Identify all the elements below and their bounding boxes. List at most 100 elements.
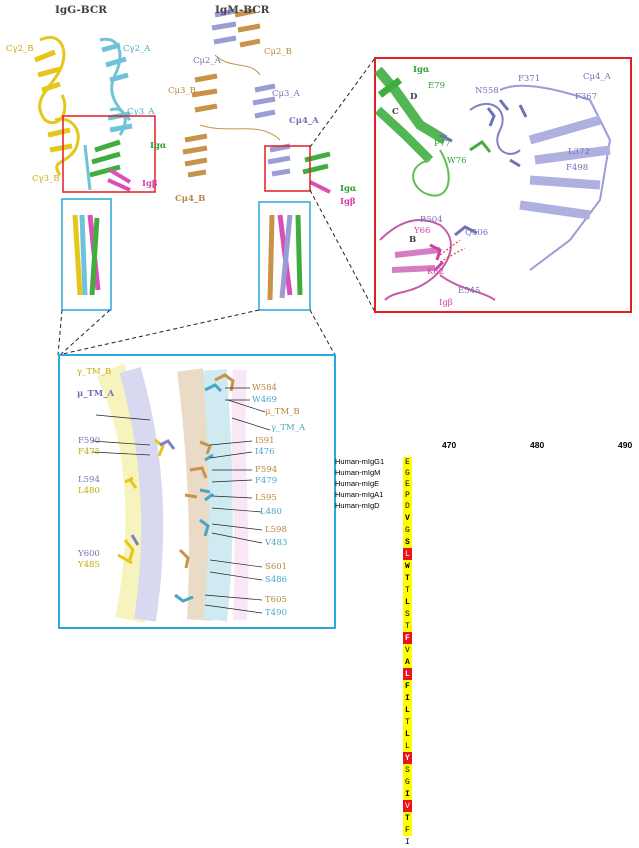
alignment-residue: T (403, 621, 412, 632)
strand-c-label: C (392, 107, 399, 117)
alignment-residue: E (403, 479, 412, 490)
position-490: 490 (618, 440, 633, 450)
res-f498: F498 (566, 163, 589, 173)
res-l372: L372 (568, 147, 590, 157)
res-f594: F594 (255, 465, 278, 475)
alignment-sequence: EAPWTWTGLCIFAALFLLSVSYSAALTL (403, 478, 412, 814)
res-i591: I591 (255, 436, 275, 446)
igm-structure (182, 8, 331, 194)
alignment-row-name: Human-mIgG1 (335, 457, 385, 466)
res-s486: S486 (265, 575, 288, 585)
res-l480b: L480 (260, 507, 282, 517)
zoom-c4a-label: Cμ4_A (583, 72, 611, 82)
strand-d-label: D (410, 92, 418, 102)
alignment-residue: I (403, 693, 412, 704)
igm-c4b-label: Cμ4_B (175, 194, 206, 204)
res-q506: Q506 (465, 228, 489, 238)
zoom-igb-label: Igβ (439, 298, 453, 308)
alignment-residue: G (403, 525, 412, 536)
alignment-residue: I (404, 838, 410, 847)
alignment-row-name: Human-mIgD (335, 501, 380, 510)
res-f367: F367 (575, 92, 598, 102)
mtm-b-label: μ_TM_B (265, 407, 300, 417)
res-f475: F475 (78, 447, 101, 457)
res-r504: R504 (420, 215, 443, 225)
res-w76: W76 (447, 156, 467, 166)
alignment-residue: A (403, 657, 412, 668)
gtm-a-label: γ_TM_A (271, 423, 306, 433)
alignment-residue: L (403, 549, 412, 560)
igg-c3a-label: Cγ3_A (127, 107, 155, 117)
alignment-sequence: GFENLWATASTFIVLFLLSLFYSTTVTL (403, 467, 412, 803)
res-n558: N558 (475, 86, 499, 96)
tm-leader-lines (91, 387, 271, 614)
igm-bcr-title: IgM-BCR (215, 4, 270, 16)
igg-bcr-title: IgG-BCR (55, 4, 107, 16)
igm-tm-box (258, 201, 311, 311)
igg-c3b-label: Cγ3_B (32, 174, 60, 184)
alignment-residue: T (403, 585, 412, 596)
res-w469: W469 (252, 395, 277, 405)
tm-zoom-sticks (117, 373, 235, 603)
alignment-residue: F (403, 633, 412, 644)
res-s601: S601 (265, 562, 288, 572)
igg-igb-label: Igβ (142, 179, 158, 189)
alignment-residue: P (403, 490, 412, 501)
igg-c2a-label: Cγ2_A (123, 44, 151, 54)
igm-c2b-label: Cμ2_B (264, 47, 292, 57)
alignment-residue: S (403, 609, 412, 620)
res-i476: I476 (255, 447, 275, 457)
sequence-alignment: 470 480 490 Human-mIgG1ELDGLWTTITIFITLFL… (335, 440, 635, 847)
igm-interface-box (264, 145, 311, 192)
alignment-residue: Y (403, 753, 412, 764)
interface-zoom-ribbons (374, 66, 612, 301)
alignment-residue: L (403, 741, 412, 752)
res-y66: Y66 (414, 226, 431, 236)
res-t605: T605 (265, 595, 287, 605)
res-p77: P77 (434, 139, 451, 149)
igm-c4a-label: Cμ4_A (289, 116, 319, 126)
igg-tm-box (61, 198, 112, 311)
res-w584: W584 (252, 383, 277, 393)
alignment-residue: V (403, 513, 412, 524)
alignment-sequence: DVGSLWTTLSTFVALFILTLLYSGIVTFI (403, 500, 412, 847)
igm-iga-label: Igα (340, 184, 357, 194)
alignment-residue: S (403, 765, 412, 776)
igg-c2b-label: Cγ2_B (6, 44, 34, 54)
res-e79: E79 (428, 81, 446, 91)
alignment-row-name: Human-mIgE (335, 479, 380, 488)
alignment-residue: V (403, 645, 412, 656)
alignment-residue: G (403, 468, 412, 479)
alignment-residue: D (403, 501, 412, 512)
gtm-b-label: γ_TM_B (77, 367, 112, 377)
igg-interface-box (62, 115, 156, 193)
res-f371: F371 (518, 74, 541, 84)
res-l480: L480 (78, 486, 100, 496)
zoom-connectors (57, 57, 376, 356)
alignment-residue: V (403, 801, 412, 812)
res-f590: F590 (78, 436, 101, 446)
igm-tm-helices (267, 214, 303, 301)
strand-b-label: B (409, 235, 417, 245)
alignment-residue: G (403, 777, 412, 788)
res-k62: K62 (427, 267, 445, 277)
igg-structure (34, 35, 133, 192)
igg-tm-helices (72, 214, 101, 296)
alignment-row-name: Human-mIgM (335, 468, 381, 477)
alignment-residue: F (403, 681, 412, 692)
alignment-residue: W (403, 561, 412, 572)
alignment-residue: L (403, 669, 412, 680)
zoom-iga-label: Igα (413, 65, 430, 75)
alignment-sequence: PGANLLPTTITFLTLFLLSLFYSTALTV (403, 489, 412, 825)
igm-c2a-label: Cμ2_A (193, 56, 221, 66)
res-y485: Y485 (78, 560, 100, 570)
res-y600: Y600 (78, 549, 100, 559)
alignment-residue: S (403, 537, 412, 548)
alignment-residue: L (403, 705, 412, 716)
alignment-row-name: Human-mIgA1 (335, 490, 384, 499)
igm-c3b-label: Cμ3_B (168, 86, 196, 96)
position-470: 470 (442, 440, 457, 450)
alignment-residue: T (403, 717, 412, 728)
res-e545: E545 (458, 286, 481, 296)
figure-graphics (34, 8, 632, 629)
